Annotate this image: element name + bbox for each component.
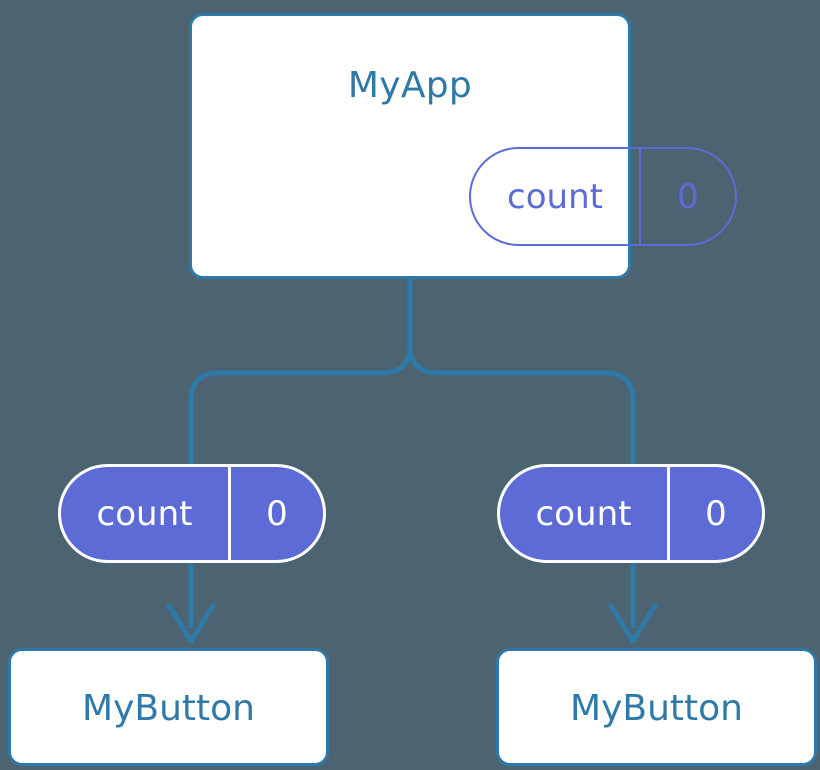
state-pill-count[interactable]: count 0 (469, 147, 737, 246)
prop-pill-right-key: count (500, 467, 670, 560)
component-card-mybutton-left[interactable]: MyButton (8, 648, 329, 766)
component-title-mybutton-right: MyButton (570, 688, 743, 729)
prop-arrow-left-head (166, 603, 216, 644)
component-card-myapp[interactable]: MyApp count 0 (189, 13, 737, 279)
prop-arrow-right-head (608, 603, 658, 644)
trunk-branch-right (407, 276, 636, 467)
prop-pill-left-value: 0 (266, 493, 288, 534)
state-pill-value: 0 (677, 176, 699, 217)
prop-pill-right-value: 0 (705, 493, 727, 534)
component-card-mybutton-right[interactable]: MyButton (496, 648, 817, 766)
component-title-mybutton-left: MyButton (82, 688, 255, 729)
prop-pill-left-key: count (61, 467, 231, 560)
state-pill-key: count (471, 149, 641, 244)
component-title-myapp: MyApp (347, 65, 473, 106)
prop-pill-left[interactable]: count 0 (58, 464, 326, 563)
prop-pill-right[interactable]: count 0 (497, 464, 765, 563)
trunk-branch-left (188, 276, 413, 467)
